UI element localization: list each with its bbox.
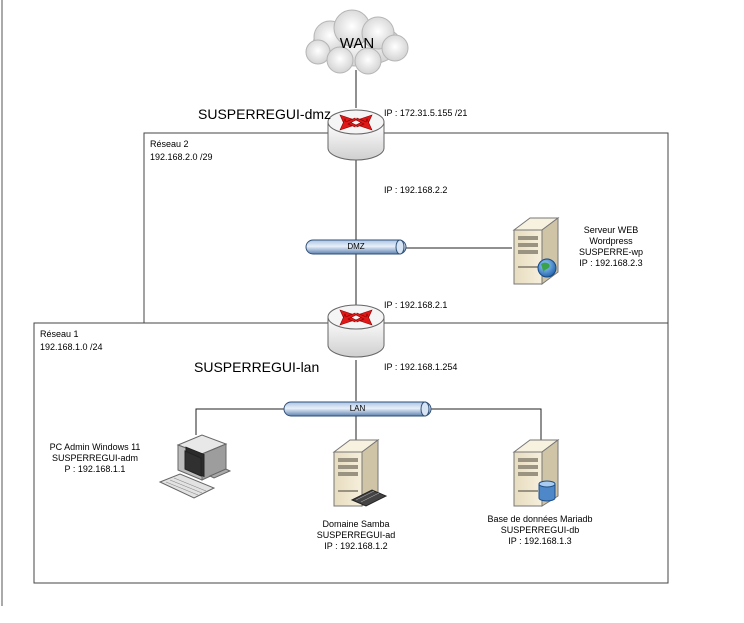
web-server-line-3: SUSPERRE-wp xyxy=(578,247,643,257)
web-server-line-4: IP : 192.168.2.3 xyxy=(579,258,643,268)
web-server-line-2: Wordpress xyxy=(589,236,633,246)
web-server-label: Serveur WEB Wordpress SUSPERRE-wp IP : 1… xyxy=(566,225,656,269)
router-dmz-lan-ip: IP : 192.168.2.2 xyxy=(384,185,448,195)
database-server-label: Base de données Mariadb SUSPERREGUI-db I… xyxy=(470,514,610,547)
dmz-bus-label: DMZ xyxy=(347,242,365,251)
lan-bus-label: LAN xyxy=(349,404,366,413)
web-server-icon xyxy=(512,217,560,285)
network-links xyxy=(195,70,542,440)
wan-label: WAN xyxy=(339,35,375,52)
database-line-1: Base de données Mariadb xyxy=(487,514,593,524)
pc-admin-line-1: PC Admin Windows 11 xyxy=(49,442,141,452)
pc-admin-line-2: SUSPERREGUI-adm xyxy=(51,453,139,463)
router-dmz-wan-ip: IP : 172.31.5.155 /21 xyxy=(384,108,468,118)
samba-line-1: Domaine Samba xyxy=(322,519,390,529)
router-lan-ip: IP : 192.168.1.254 xyxy=(384,362,458,372)
wan-cloud-icon xyxy=(305,9,409,75)
link-lan-pc xyxy=(195,408,290,435)
reseau-1-title: Réseau 1 xyxy=(40,329,79,339)
lan-bus-icon xyxy=(283,401,432,417)
database-line-2: SUSPERREGUI-db xyxy=(500,525,580,535)
web-server-line-1: Serveur WEB xyxy=(583,225,639,235)
router-dmz-icon xyxy=(327,109,385,161)
pc-admin-label: PC Admin Windows 11 SUSPERREGUI-adm P : … xyxy=(30,442,160,475)
samba-line-2: SUSPERREGUI-ad xyxy=(316,530,396,540)
samba-server-icon xyxy=(332,439,388,507)
pc-admin-icon xyxy=(158,434,232,499)
pc-admin-line-3: P : 192.168.1.1 xyxy=(64,464,126,474)
dmz-bus-icon xyxy=(305,239,407,255)
database-line-3: IP : 192.168.1.3 xyxy=(508,536,572,546)
router-dmz-name: SUSPERREGUI-dmz xyxy=(198,106,332,122)
database-server-icon xyxy=(512,439,560,507)
router-lan-name: SUSPERREGUI-lan xyxy=(194,359,320,375)
reseau-2-title: Réseau 2 xyxy=(150,139,189,149)
link-lan-db xyxy=(425,408,542,440)
samba-server-label: Domaine Samba SUSPERREGUI-ad IP : 192.16… xyxy=(296,519,416,552)
reseau-1-subnet: 192.168.1.0 /24 xyxy=(40,342,103,352)
samba-line-3: IP : 192.168.1.2 xyxy=(324,541,388,551)
reseau-2-subnet: 192.168.2.0 /29 xyxy=(150,152,213,162)
router-lan-icon xyxy=(327,304,385,358)
router-lan-dmz-ip: IP : 192.168.2.1 xyxy=(384,300,448,310)
